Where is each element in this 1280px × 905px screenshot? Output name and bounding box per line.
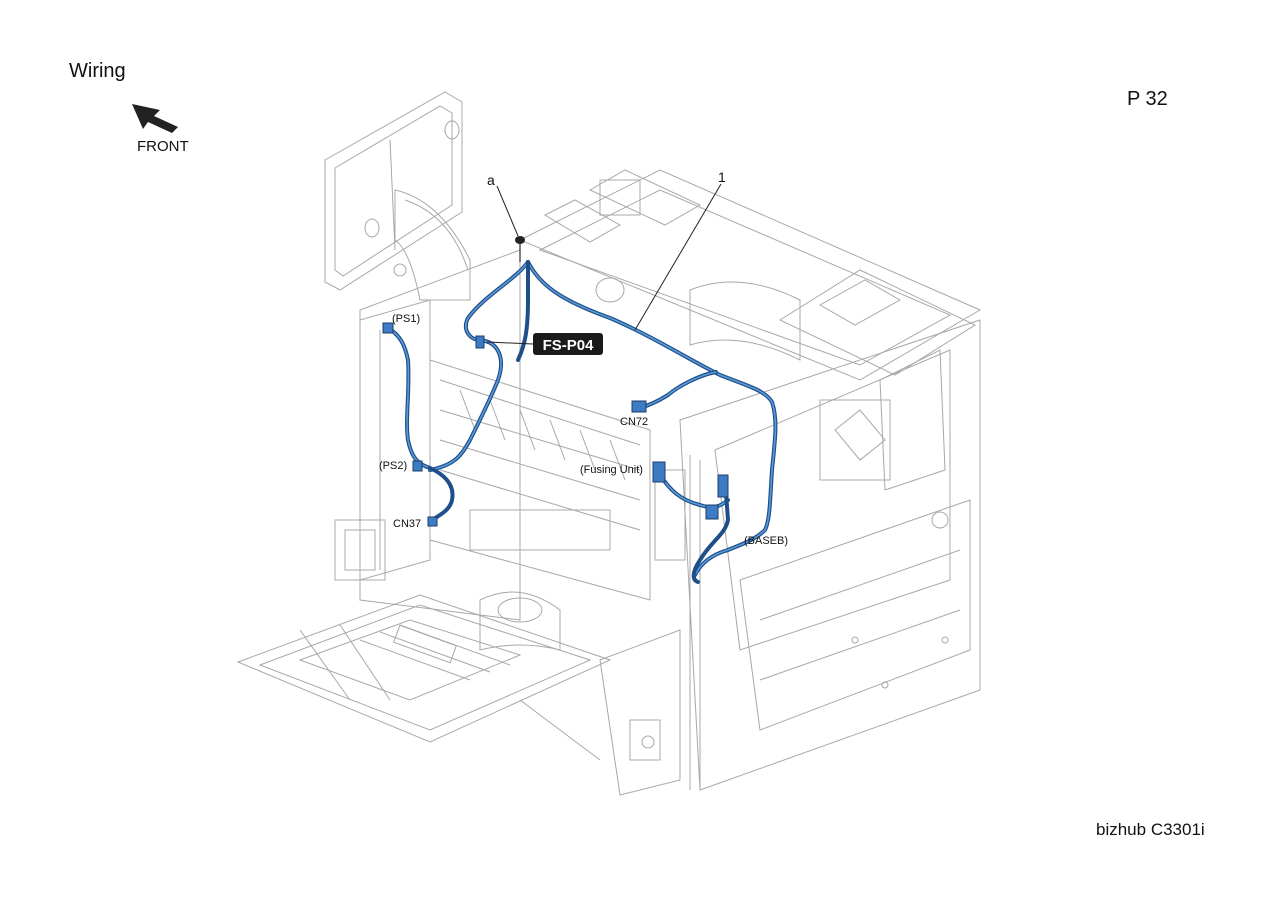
- connector-label-cn72: CN72: [620, 416, 648, 428]
- connector-label-fusing-unit: (Fusing Unit): [580, 464, 643, 476]
- connector-label-baseb: (BASEB): [744, 535, 788, 547]
- wiring-harness: [382, 236, 778, 584]
- page-number: P 32: [1127, 88, 1168, 110]
- screw-icon: [515, 236, 525, 244]
- connector-label-ps1: (PS1): [392, 313, 420, 325]
- front-label: FRONT: [137, 138, 189, 155]
- connector-highlight-label: FS-P04: [543, 337, 595, 354]
- front-direction-arrow-icon: [132, 104, 178, 133]
- connector-highlight-badge: FS-P04: [533, 333, 603, 355]
- machine-line-art: [236, 91, 982, 796]
- model-name: bizhub C3301i: [1096, 820, 1205, 839]
- connector-label-ps2: (PS2): [379, 460, 407, 472]
- screw-callout-label: a: [487, 172, 495, 188]
- connector-label-cn37: CN37: [393, 518, 421, 530]
- page-title: Wiring: [69, 60, 126, 82]
- part-callout-label: 1: [718, 169, 726, 185]
- leader-lines: [486, 183, 722, 345]
